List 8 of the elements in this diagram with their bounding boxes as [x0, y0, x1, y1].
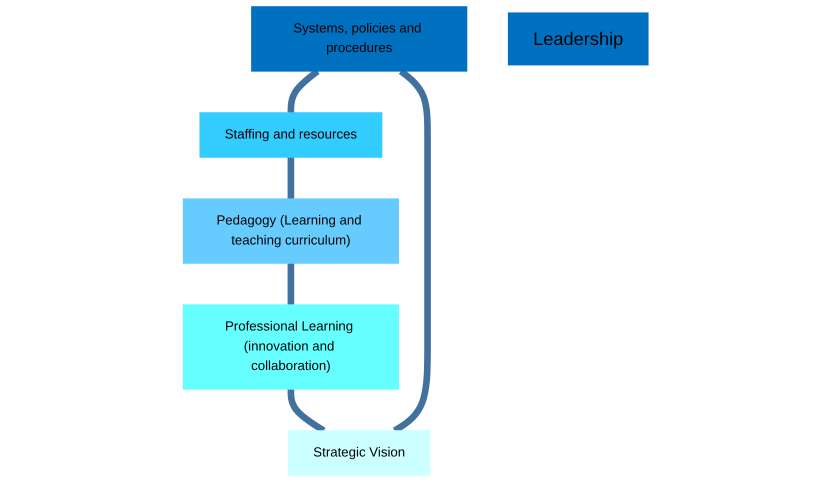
node-box: Professional Learning (innovation and collaboration): [182, 304, 399, 390]
connector: [287, 157, 294, 199]
node-box: Staffing and resources: [199, 112, 382, 158]
node-box: Systems, policies and procedures: [250, 6, 468, 72]
node-box: Leadership: [508, 12, 648, 66]
node-box: Strategic Vision: [288, 430, 430, 476]
node-box: Pedagogy (Learning and teaching curriculum): [182, 198, 399, 264]
connector: [287, 263, 294, 305]
